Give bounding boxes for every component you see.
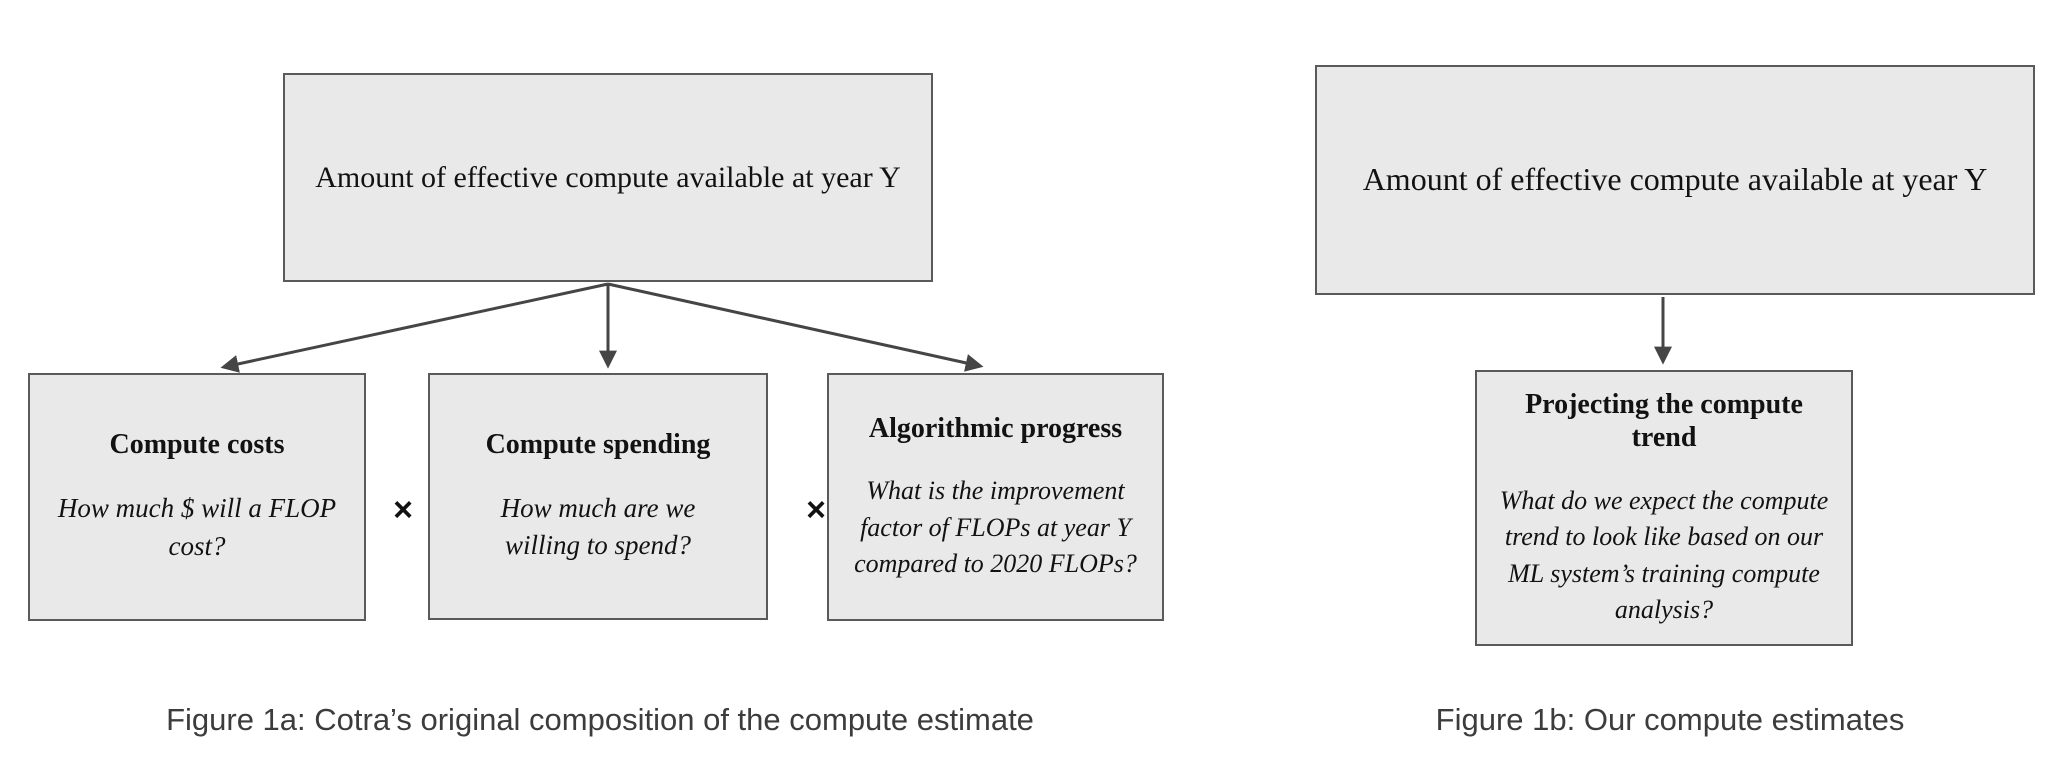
compute-costs-title: Compute costs (109, 429, 285, 461)
compute-costs-question: How much $ will a FLOP cost? (57, 493, 337, 561)
figure-1a-caption: Figure 1a: Cotra’s original composition … (166, 702, 1034, 737)
figure-1a-root-box: Amount of effective compute available at… (283, 73, 933, 282)
figure-1b-root-box-label: Amount of effective compute available at… (1362, 161, 1988, 198)
figure-1a-box-compute-spending: Compute spending How much are we willing… (428, 373, 768, 620)
compute-spending-question: How much are we willing to spend? (500, 492, 696, 561)
multiply-operator: × (393, 491, 413, 529)
figure-1b-caption: Figure 1b: Our compute estimates (1435, 702, 1905, 737)
figure-1b-box-projecting-trend: Projecting the compute trend What do we … (1475, 370, 1853, 646)
algorithmic-progress-question: What is the improvement factor of FLOPs … (854, 476, 1137, 578)
figure-1a-box-compute-costs: Compute costs How much $ will a FLOP cos… (28, 373, 366, 621)
figure-1a-root-box-label: Amount of effective compute available at… (315, 161, 901, 194)
projecting-trend-question: What do we expect the compute trend to l… (1499, 485, 1829, 624)
algorithmic-progress-title: Algorithmic progress (868, 412, 1123, 444)
figure-1a-box-algorithmic-progress: Algorithmic progress What is the improve… (827, 373, 1164, 621)
arrow-root-to-compute-costs (220, 282, 609, 373)
arrow-root-to-algorithmic-progress (607, 282, 984, 372)
figure-1b-root-box: Amount of effective compute available at… (1315, 65, 2035, 295)
compute-spending-title: Compute spending (485, 428, 711, 460)
projecting-trend-title: Projecting the compute trend (1525, 388, 1803, 454)
multiply-operator: × (806, 491, 826, 529)
